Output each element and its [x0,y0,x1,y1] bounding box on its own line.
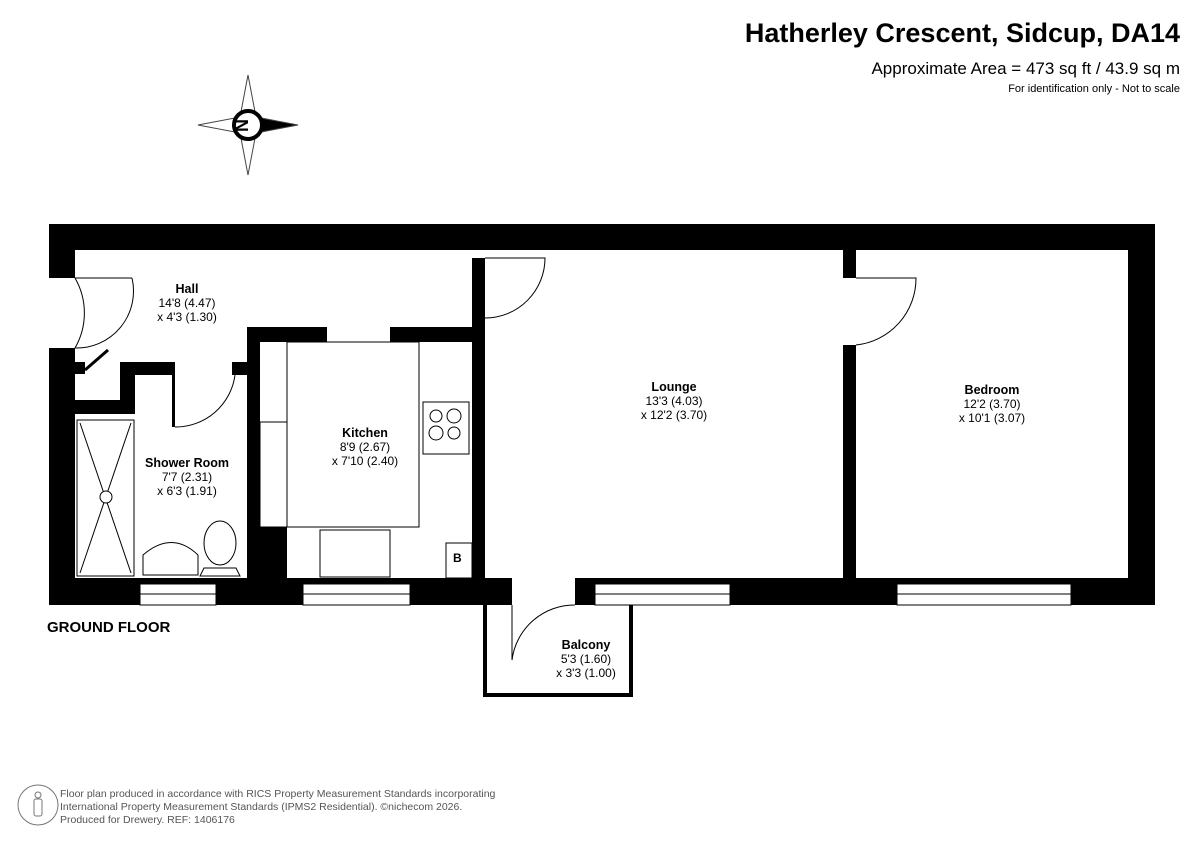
room-dim: 14'8 (4.47) [158,296,216,310]
footer-line: Produced for Drewery. REF: 1406176 [60,814,235,826]
property-title: Hatherley Crescent, Sidcup, DA14 [744,18,1180,48]
floor-label: GROUND FLOOR [47,619,171,636]
room-dim: x 10'1 (3.07) [958,411,1026,425]
room-name: Shower Room [144,456,230,470]
disclaimer: For identification only - Not to scale [1008,83,1180,95]
balcony-outline [483,605,633,697]
approximate-area: Approximate Area = 473 sq ft / 43.9 sq m [871,59,1180,78]
footer-notes: Floor plan produced in accordance with R… [60,788,495,827]
boiler-label: B [453,551,462,565]
windows [139,578,1072,606]
footer-line: International Property Measurement Stand… [60,801,463,813]
basin [142,542,199,576]
room-name: Hall [175,282,199,296]
room-name: Lounge [651,380,697,394]
compass-icon [197,74,299,176]
footer-line: Floor plan produced in accordance with R… [60,788,496,800]
toilet [199,567,241,577]
room-dim: x 12'2 (3.70) [640,408,708,422]
sink-icon [319,529,391,578]
boiler [445,542,473,579]
room-dim: 7'7 (2.31) [161,470,213,484]
room-name: Bedroom [964,383,1020,397]
room-name: Balcony [561,638,611,652]
room-dim: x 4'3 (1.30) [157,310,217,324]
room-dim: x 7'10 (2.40) [331,454,399,468]
compass-north-label: N [232,119,252,132]
room-dim: 8'9 (2.67) [339,440,391,454]
room-dim: 13'3 (4.03) [645,394,703,408]
hob-icon [422,401,470,455]
footer-person-icon [17,784,59,826]
fixtures [76,341,473,579]
room-name: Kitchen [342,426,388,440]
room-dim: x 6'3 (1.91) [157,484,217,498]
room-dim: 5'3 (1.60) [560,652,612,666]
room-dim: x 3'3 (1.00) [556,666,616,680]
room-dim: 12'2 (3.70) [963,397,1021,411]
